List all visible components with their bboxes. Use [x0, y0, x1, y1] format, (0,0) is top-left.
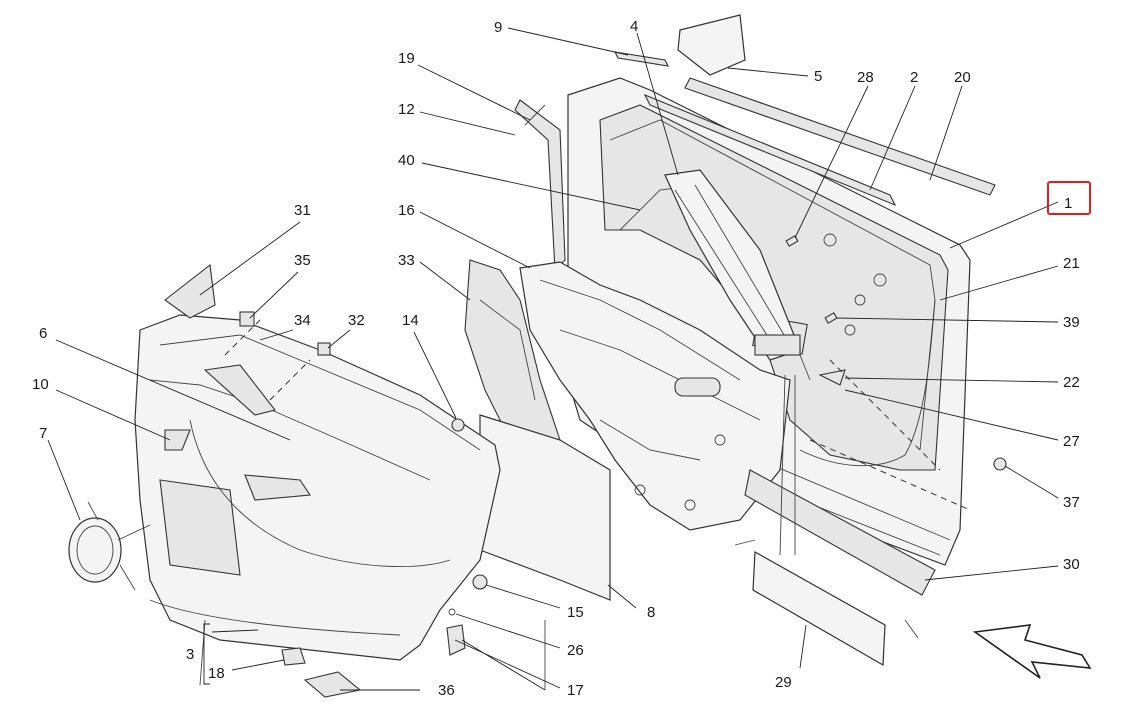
small-fasteners — [239, 235, 1007, 698]
mirror-cover — [164, 263, 216, 319]
callout-5: 5 — [814, 68, 822, 85]
callout-36: 36 — [438, 682, 455, 699]
callout-21: 21 — [1063, 255, 1080, 272]
callout-29: 29 — [775, 674, 792, 691]
callout-31: 31 — [294, 202, 311, 219]
glass-run-channels — [614, 14, 996, 207]
callout-35: 35 — [294, 252, 311, 269]
forward-direction-arrow-icon — [972, 624, 1092, 679]
callout-4: 4 — [630, 18, 638, 35]
lower-trim-strips — [744, 469, 936, 667]
callout-32: 32 — [348, 312, 365, 329]
callout-1: 1 — [1064, 195, 1072, 212]
callout-3: 3 — [186, 646, 194, 663]
callout-19: 19 — [398, 50, 415, 67]
window-regulator — [664, 169, 801, 361]
callout-15: 15 — [567, 604, 584, 621]
callout-26: 26 — [567, 642, 584, 659]
callout-33: 33 — [398, 252, 415, 269]
callout-labels: 9 4 5 28 2 20 19 12 40 16 33 14 31 35 34… — [32, 18, 1080, 699]
callout-10: 10 — [32, 376, 49, 393]
callout-1-highlight-box — [1047, 181, 1091, 215]
callout-7: 7 — [39, 425, 47, 442]
callout-18: 18 — [208, 665, 225, 682]
insulation-panel — [479, 414, 611, 601]
callout-27: 27 — [1063, 433, 1080, 450]
callout-8: 8 — [647, 604, 655, 621]
callout-2: 2 — [910, 69, 918, 86]
assembly-lines — [87, 319, 971, 690]
callout-17: 17 — [567, 682, 584, 699]
callout-40: 40 — [398, 152, 415, 169]
callout-34: 34 — [294, 312, 311, 329]
callout-9: 9 — [494, 19, 502, 36]
speaker-ring — [68, 517, 122, 583]
callout-6: 6 — [39, 325, 47, 342]
callout-37: 37 — [1063, 494, 1080, 511]
leader-lines — [47, 27, 1059, 691]
callout-30: 30 — [1063, 556, 1080, 573]
callout-14: 14 — [402, 312, 419, 329]
bracket-3 — [203, 623, 210, 685]
callout-20: 20 — [954, 69, 971, 86]
callout-39: 39 — [1063, 314, 1080, 331]
door-trim-panel — [134, 314, 501, 661]
callout-16: 16 — [398, 202, 415, 219]
callout-28: 28 — [857, 69, 874, 86]
callout-12: 12 — [398, 101, 415, 118]
callout-22: 22 — [1063, 374, 1080, 391]
